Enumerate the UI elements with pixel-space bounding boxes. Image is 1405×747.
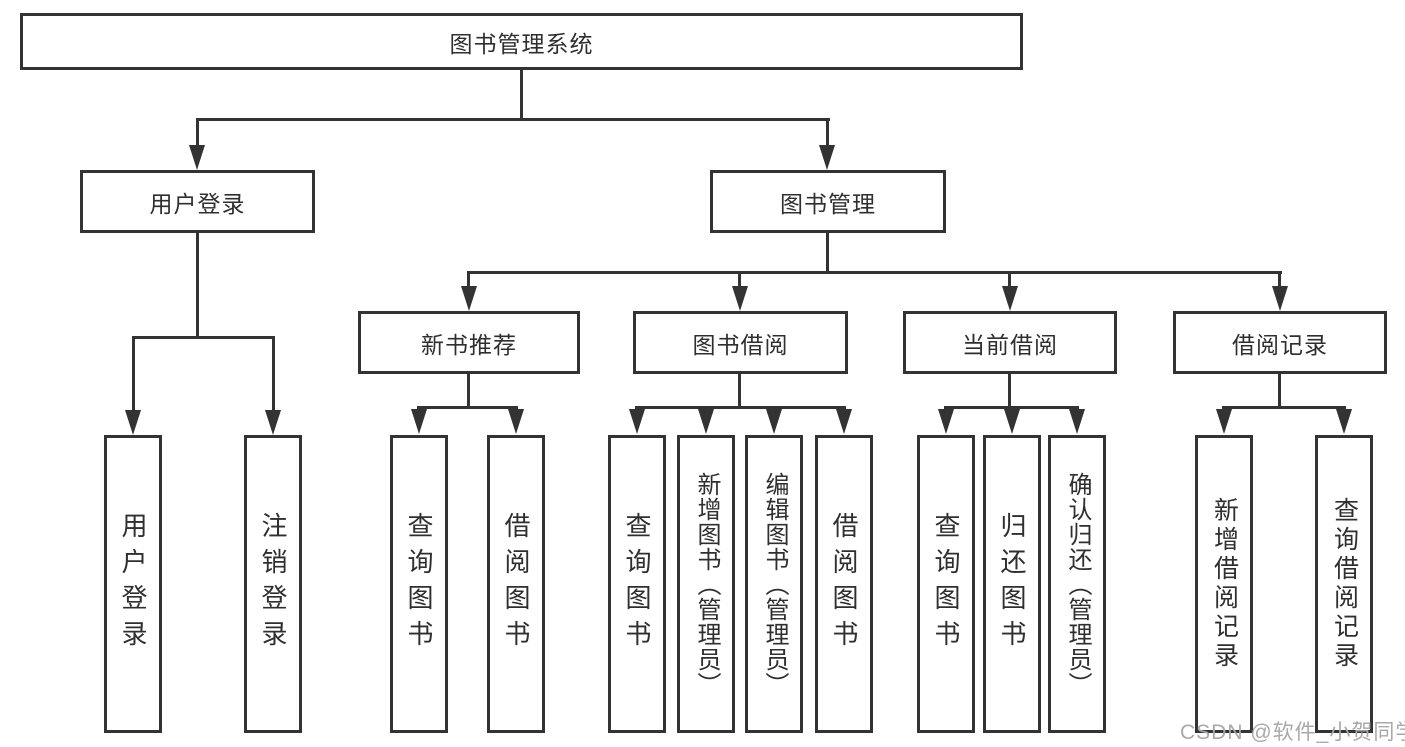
leaf-label: 查询借阅记录 <box>1330 497 1359 671</box>
arrowhead-icon <box>629 409 645 434</box>
arrowhead-icon <box>698 409 714 434</box>
arrowhead-icon <box>265 410 281 435</box>
leaf-label: 确认归还（管理员） <box>1064 471 1091 697</box>
node-book-management: 图书管理 <box>710 170 946 233</box>
leaf-query-books-recommend: 查询图书 <box>390 435 448 733</box>
connector-line <box>1278 374 1281 408</box>
leaf-label: 编辑图书（管理员） <box>761 471 788 697</box>
connector-line <box>944 406 1079 409</box>
leaf-label: 新增图书（管理员） <box>693 471 720 697</box>
arrowhead-icon <box>1002 286 1018 311</box>
connector-line <box>1278 271 1281 289</box>
arrowhead-icon <box>125 410 141 435</box>
connector-line <box>196 118 830 121</box>
connector-line <box>1008 374 1011 408</box>
leaf-user-login: 用户登录 <box>104 435 162 733</box>
csdn-watermark: CSDN @软件_小贺同学 <box>1180 721 1405 744</box>
arrowhead-icon <box>1004 409 1020 434</box>
node-new-book-recommend: 新书推荐 <box>358 311 580 374</box>
node-new-book-recommend-label: 新书推荐 <box>421 331 517 358</box>
connector-line <box>1008 271 1011 289</box>
arrowhead-icon <box>819 145 835 170</box>
leaf-label: 借阅图书 <box>501 512 531 656</box>
leaf-logout: 注销登录 <box>244 435 302 733</box>
connector-line <box>132 336 135 412</box>
node-borrow-record: 借阅记录 <box>1173 311 1387 374</box>
leaf-label: 借阅图书 <box>829 512 859 656</box>
node-book-borrow: 图书借阅 <box>633 311 848 374</box>
connector-line <box>826 233 829 271</box>
node-book-management-label: 图书管理 <box>780 190 876 217</box>
leaf-borrow-books: 借阅图书 <box>815 435 873 733</box>
arrowhead-icon <box>1272 286 1288 311</box>
connector-line <box>1222 406 1346 409</box>
connector-line <box>196 233 199 336</box>
leaf-label: 归还图书 <box>997 512 1027 656</box>
node-current-borrow: 当前借阅 <box>903 311 1117 374</box>
node-root-label: 图书管理系统 <box>449 30 594 57</box>
arrowhead-icon <box>1216 409 1232 434</box>
leaf-label: 注销登录 <box>258 512 288 656</box>
leaf-query-borrow-record: 查询借阅记录 <box>1315 435 1373 733</box>
arrowhead-icon <box>732 286 748 311</box>
leaf-label: 查询图书 <box>622 512 652 656</box>
leaf-add-books-admin: 新增图书（管理员） <box>677 435 735 733</box>
connector-line <box>520 70 523 118</box>
connector-line <box>417 406 518 409</box>
connector-line <box>132 336 275 339</box>
connector-line <box>826 118 829 148</box>
arrowhead-icon <box>189 145 205 170</box>
node-user-login: 用户登录 <box>80 170 315 233</box>
node-borrow-record-label: 借阅记录 <box>1232 331 1328 358</box>
leaf-query-books-current: 查询图书 <box>917 435 975 733</box>
leaf-confirm-return-admin: 确认归还（管理员） <box>1048 435 1106 733</box>
leaf-label: 查询图书 <box>931 512 961 656</box>
connector-line <box>467 374 470 408</box>
connector-line <box>196 118 199 148</box>
arrowhead-icon <box>938 409 954 434</box>
connector-line <box>635 406 846 409</box>
leaf-query-books-borrow: 查询图书 <box>608 435 666 733</box>
leaf-borrow-books-recommend: 借阅图书 <box>487 435 545 733</box>
arrowhead-icon <box>411 409 427 434</box>
arrowhead-icon <box>766 409 782 434</box>
node-user-login-label: 用户登录 <box>149 190 246 217</box>
leaf-label: 查询图书 <box>404 512 434 656</box>
connector-line <box>738 271 741 289</box>
node-current-borrow-label: 当前借阅 <box>962 331 1058 358</box>
arrowhead-icon <box>1069 409 1085 434</box>
leaf-return-books: 归还图书 <box>983 435 1041 733</box>
leaf-add-borrow-record: 新增借阅记录 <box>1195 435 1253 733</box>
connector-line <box>272 336 275 412</box>
arrowhead-icon <box>836 409 852 434</box>
arrowhead-icon <box>461 286 477 311</box>
leaf-edit-books-admin: 编辑图书（管理员） <box>745 435 803 733</box>
leaf-label: 用户登录 <box>118 512 148 656</box>
node-root: 图书管理系统 <box>20 13 1023 70</box>
connector-line <box>467 271 470 289</box>
connector-line <box>467 271 1282 274</box>
leaf-label: 新增借阅记录 <box>1210 497 1239 671</box>
connector-line <box>738 374 741 408</box>
node-book-borrow-label: 图书借阅 <box>692 331 789 358</box>
arrowhead-icon <box>1336 409 1352 434</box>
arrowhead-icon <box>508 409 524 434</box>
